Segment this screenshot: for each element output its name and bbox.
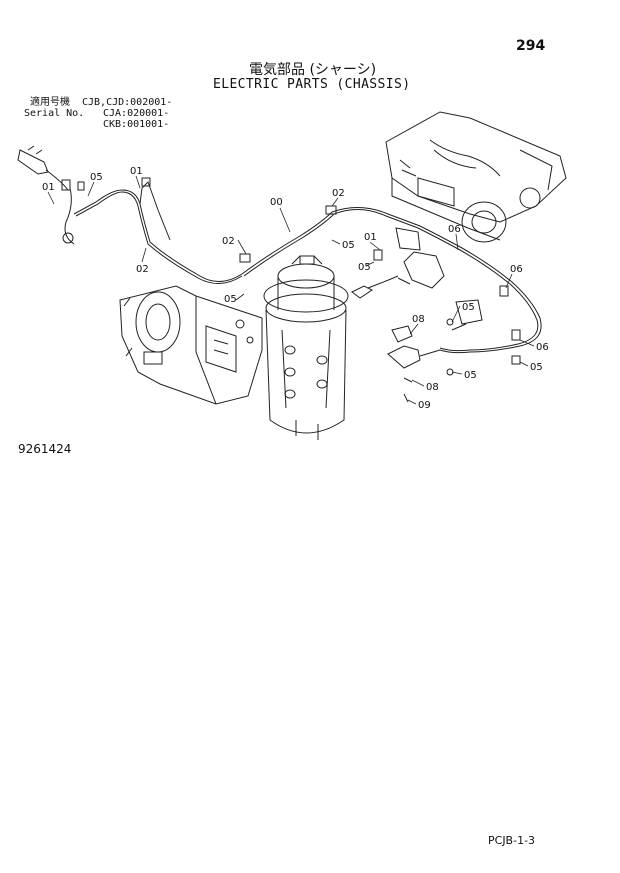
serial-label: Serial No. (24, 108, 85, 119)
page-number: 294 (516, 38, 546, 54)
undercarriage-frame (385, 111, 567, 243)
callout-06: 06 (510, 264, 523, 275)
callout-05: 05 (464, 370, 477, 381)
footer-code: PCJB-1-3 (488, 834, 536, 847)
callout-02: 02 (222, 236, 235, 247)
main-harness (239, 205, 542, 354)
callout-05: 05 (462, 302, 475, 313)
callout-08: 08 (426, 382, 439, 393)
callout-08: 08 (412, 314, 425, 325)
drawing-number: 9261424 (18, 442, 72, 456)
callout-05: 05 (530, 362, 543, 373)
leader-lines (47, 175, 535, 405)
center-connector (351, 249, 399, 299)
callout-06: 06 (448, 224, 461, 235)
page-title: ELECTRIC PARTS (CHASSIS) (213, 77, 411, 92)
harness-left (73, 177, 243, 284)
serial-row: CKB:001001- (103, 119, 170, 130)
applicable-label-jp: 適用号機 (30, 97, 70, 108)
callout-05: 05 (90, 172, 103, 183)
serial-row: CJA:020001- (103, 108, 170, 119)
callout-05: 05 (342, 240, 355, 251)
callout-00: 00 (270, 197, 283, 208)
callout-02: 02 (136, 264, 149, 275)
hydraulic-pump (119, 285, 263, 405)
callout-labels: 05 01 01 02 00 02 02 05 05 01 05 06 06 0… (42, 166, 549, 411)
callout-01: 01 (42, 182, 55, 193)
callout-01: 01 (364, 232, 377, 243)
callout-09: 09 (418, 400, 431, 411)
serial-row: CJB,CJD:002001- (82, 97, 173, 108)
page-title-japanese: 電気部品 (シャーシ) (249, 62, 377, 78)
callout-02: 02 (332, 188, 345, 199)
right-sensors (387, 227, 521, 403)
callout-01: 01 (130, 166, 143, 177)
center-joint (263, 255, 349, 440)
callout-05: 05 (224, 294, 237, 305)
left-sensor-assembly (17, 145, 85, 245)
callout-05: 05 (358, 262, 371, 273)
callout-06: 06 (536, 342, 549, 353)
